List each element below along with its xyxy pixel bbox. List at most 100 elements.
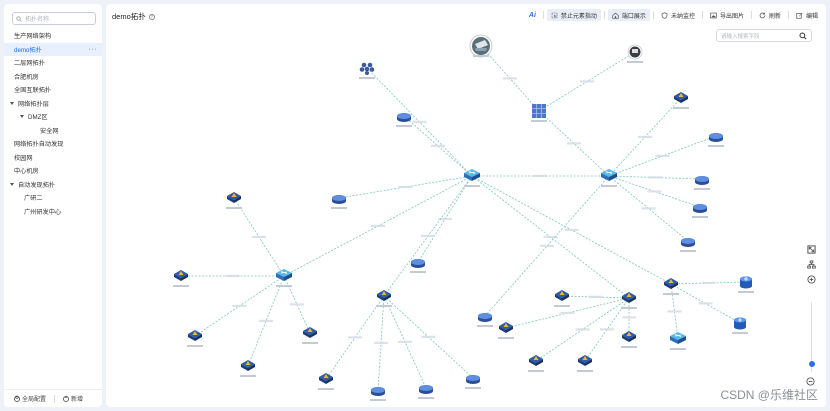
refresh-button[interactable]: 刷新 — [755, 9, 785, 21]
add-topology-button[interactable]: + 新增 — [63, 395, 84, 403]
topology-node-fw[interactable] — [621, 331, 637, 348]
topology-node-router[interactable] — [692, 204, 708, 218]
sidebar-item[interactable]: 安全网 — [4, 124, 102, 138]
topology-node-switch[interactable] — [670, 332, 686, 350]
node-search-input[interactable]: 请输入搜索字段 — [716, 29, 812, 42]
topology-node-fw[interactable] — [673, 92, 689, 109]
unmonitored-button[interactable]: 未纳监控 — [657, 9, 699, 21]
topology-link[interactable] — [484, 175, 610, 317]
topology-canvas[interactable]: 请输入搜索字段 — [106, 26, 826, 407]
node-label-blur — [473, 55, 489, 57]
node-label-blur — [359, 77, 375, 79]
node-label-blur — [708, 145, 724, 147]
topology-node-switch[interactable] — [464, 169, 480, 187]
topology-node-fw[interactable] — [187, 330, 203, 347]
topology-node-fw[interactable] — [663, 278, 679, 295]
topology-link[interactable] — [538, 110, 610, 177]
link-port-label — [647, 190, 662, 193]
node-label-blur — [370, 399, 386, 401]
topology-node-router[interactable] — [694, 176, 710, 190]
topology-node-router[interactable] — [708, 133, 724, 147]
topology-link[interactable] — [670, 283, 679, 340]
sidebar-item[interactable]: 二层网拓扑 — [4, 56, 102, 70]
link-port-label — [560, 311, 575, 314]
sidebar-item[interactable]: 生产网络架构 — [4, 29, 102, 43]
sidebar-item[interactable]: 网络拓扑自动发现 — [4, 137, 102, 151]
sidebar-item[interactable]: 校园网 — [4, 151, 102, 165]
topology-node-server[interactable] — [531, 104, 547, 122]
topology-link[interactable] — [561, 295, 630, 299]
topology-node-pc[interactable] — [627, 44, 643, 63]
export-image-button[interactable]: 导出图片 — [706, 9, 748, 21]
topology-node-fw[interactable] — [376, 290, 392, 307]
sidebar-item[interactable]: DMZ区 — [4, 110, 102, 124]
topology-node-fw[interactable] — [173, 270, 189, 287]
node-label-blur — [240, 375, 256, 377]
zoom-out-button[interactable] — [805, 376, 816, 387]
sidebar-item-label: 网络拓扑层 — [18, 100, 49, 108]
topology-node-router[interactable] — [477, 313, 493, 327]
topology-node-fw[interactable] — [554, 290, 570, 307]
topology-node-fw[interactable] — [302, 327, 318, 344]
edit-icon — [796, 12, 803, 19]
zoom-slider-track[interactable] — [810, 302, 812, 372]
topology-node-fw[interactable] — [577, 355, 593, 372]
sidebar-item[interactable]: 合肥机房 — [4, 70, 102, 84]
topology-node-fw[interactable] — [318, 373, 334, 390]
topology-node-fw[interactable] — [621, 292, 637, 309]
edit-button[interactable]: 编辑 — [792, 9, 822, 21]
layout-button[interactable] — [806, 259, 817, 270]
topology-node-fw[interactable] — [240, 360, 256, 377]
topology-node-db[interactable] — [732, 317, 748, 335]
topology-node-router[interactable] — [396, 113, 412, 127]
link-port-label — [667, 310, 682, 313]
topology-node-switch[interactable] — [601, 169, 617, 187]
topology-node-fw[interactable] — [498, 322, 514, 339]
topology-node-router[interactable] — [331, 195, 347, 209]
caret-down-icon[interactable] — [20, 115, 24, 119]
topology-node-router[interactable] — [370, 387, 386, 401]
sidebar-item[interactable]: 全国互联拓扑 — [4, 83, 102, 97]
topology-node-camera[interactable] — [469, 34, 493, 58]
caret-down-icon[interactable] — [10, 101, 14, 105]
fit-view-button[interactable] — [806, 244, 817, 255]
zoom-slider-handle[interactable] — [808, 361, 815, 367]
link-port-label — [564, 228, 579, 231]
sidebar-item[interactable]: 网络拓扑层 — [4, 97, 102, 111]
topology-link[interactable] — [403, 115, 473, 177]
node-label-blur — [621, 307, 637, 309]
topology-node-router[interactable] — [410, 259, 426, 273]
sidebar-item[interactable]: 中心机房 — [4, 164, 102, 178]
search-placeholder: 拓扑名称 — [25, 17, 50, 23]
toolbar-divider — [652, 11, 654, 19]
topology-link[interactable] — [584, 297, 630, 362]
topology-search-input[interactable]: 拓扑名称 — [12, 12, 96, 25]
global-settings-button[interactable]: ⚙ 全局配置 — [14, 395, 47, 403]
topology-link[interactable] — [608, 175, 689, 242]
port-display-toggle[interactable]: 端口展示 — [607, 9, 650, 21]
ai-button[interactable]: Ai — [528, 11, 536, 19]
topology-node-router[interactable] — [465, 375, 481, 389]
topology-node-router[interactable] — [418, 385, 434, 399]
topology-node-fw[interactable] — [528, 355, 544, 372]
caret-down-icon[interactable] — [10, 182, 14, 186]
topology-node-db[interactable] — [738, 276, 754, 294]
node-label-blur — [601, 185, 617, 187]
sidebar-item[interactable]: 广研二 — [4, 191, 102, 205]
sidebar-item[interactable]: demo拓扑··· — [4, 42, 102, 56]
topology-node-router[interactable] — [680, 238, 696, 252]
sidebar-item[interactable]: 自动发现拓扑 — [4, 178, 102, 192]
more-icon[interactable]: ··· — [88, 45, 97, 53]
topology-node-cluster[interactable] — [359, 62, 375, 79]
zoom-in-button[interactable] — [806, 274, 817, 285]
help-icon[interactable]: ? — [148, 13, 155, 20]
topology-graph[interactable] — [106, 26, 826, 407]
node-label-blur — [464, 185, 480, 187]
topology-link[interactable] — [247, 275, 285, 367]
topology-node-switch[interactable] — [276, 269, 292, 287]
node-label-blur — [670, 348, 686, 350]
topology-node-fw[interactable] — [226, 192, 242, 209]
disable-drag-toggle[interactable]: 禁止元素指动 — [546, 9, 601, 21]
sidebar-item[interactable]: 广州研发中心 — [4, 205, 102, 219]
